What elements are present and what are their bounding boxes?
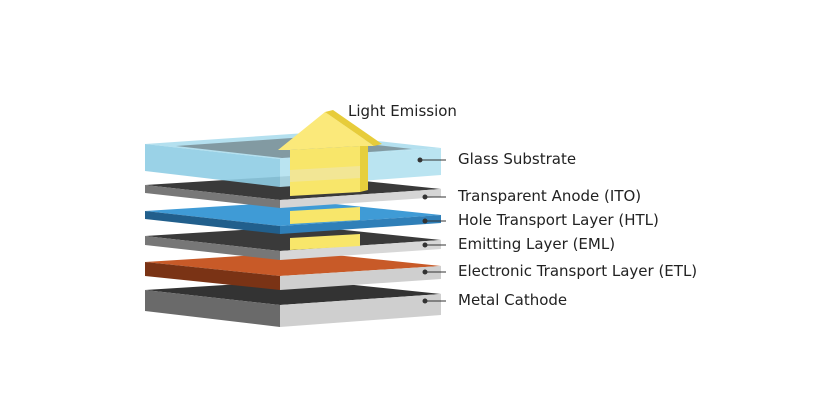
light-emission-label: Light Emission: [348, 102, 457, 120]
label-glass-substrate: Glass Substrate: [458, 150, 577, 168]
light-emission-arrow: [278, 110, 382, 196]
label-transparent-anode: Transparent Anode (ITO): [458, 187, 642, 205]
label-emitting-layer: Emitting Layer (EML): [458, 235, 616, 253]
layer-metal-cathode: [145, 280, 441, 327]
pointer-dot-hole-transport-layer: [422, 218, 428, 224]
label-hole-transport-layer: Hole Transport Layer (HTL): [458, 211, 659, 229]
label-pointers: [417, 157, 446, 304]
pointer-dot-metal-cathode: [422, 298, 428, 304]
light-arrow-stem: [290, 207, 360, 250]
pointer-dot-electronic-transport-layer: [422, 269, 428, 275]
layer-electronic-transport-layer: [145, 252, 441, 290]
label-electronic-transport-layer: Electronic Transport Layer (ETL): [458, 262, 698, 280]
pointer-dot-emitting-layer: [422, 242, 428, 248]
pointer-dot-transparent-anode: [422, 194, 428, 200]
pointer-dot-glass-substrate: [417, 157, 423, 163]
label-metal-cathode: Metal Cathode: [458, 291, 568, 309]
